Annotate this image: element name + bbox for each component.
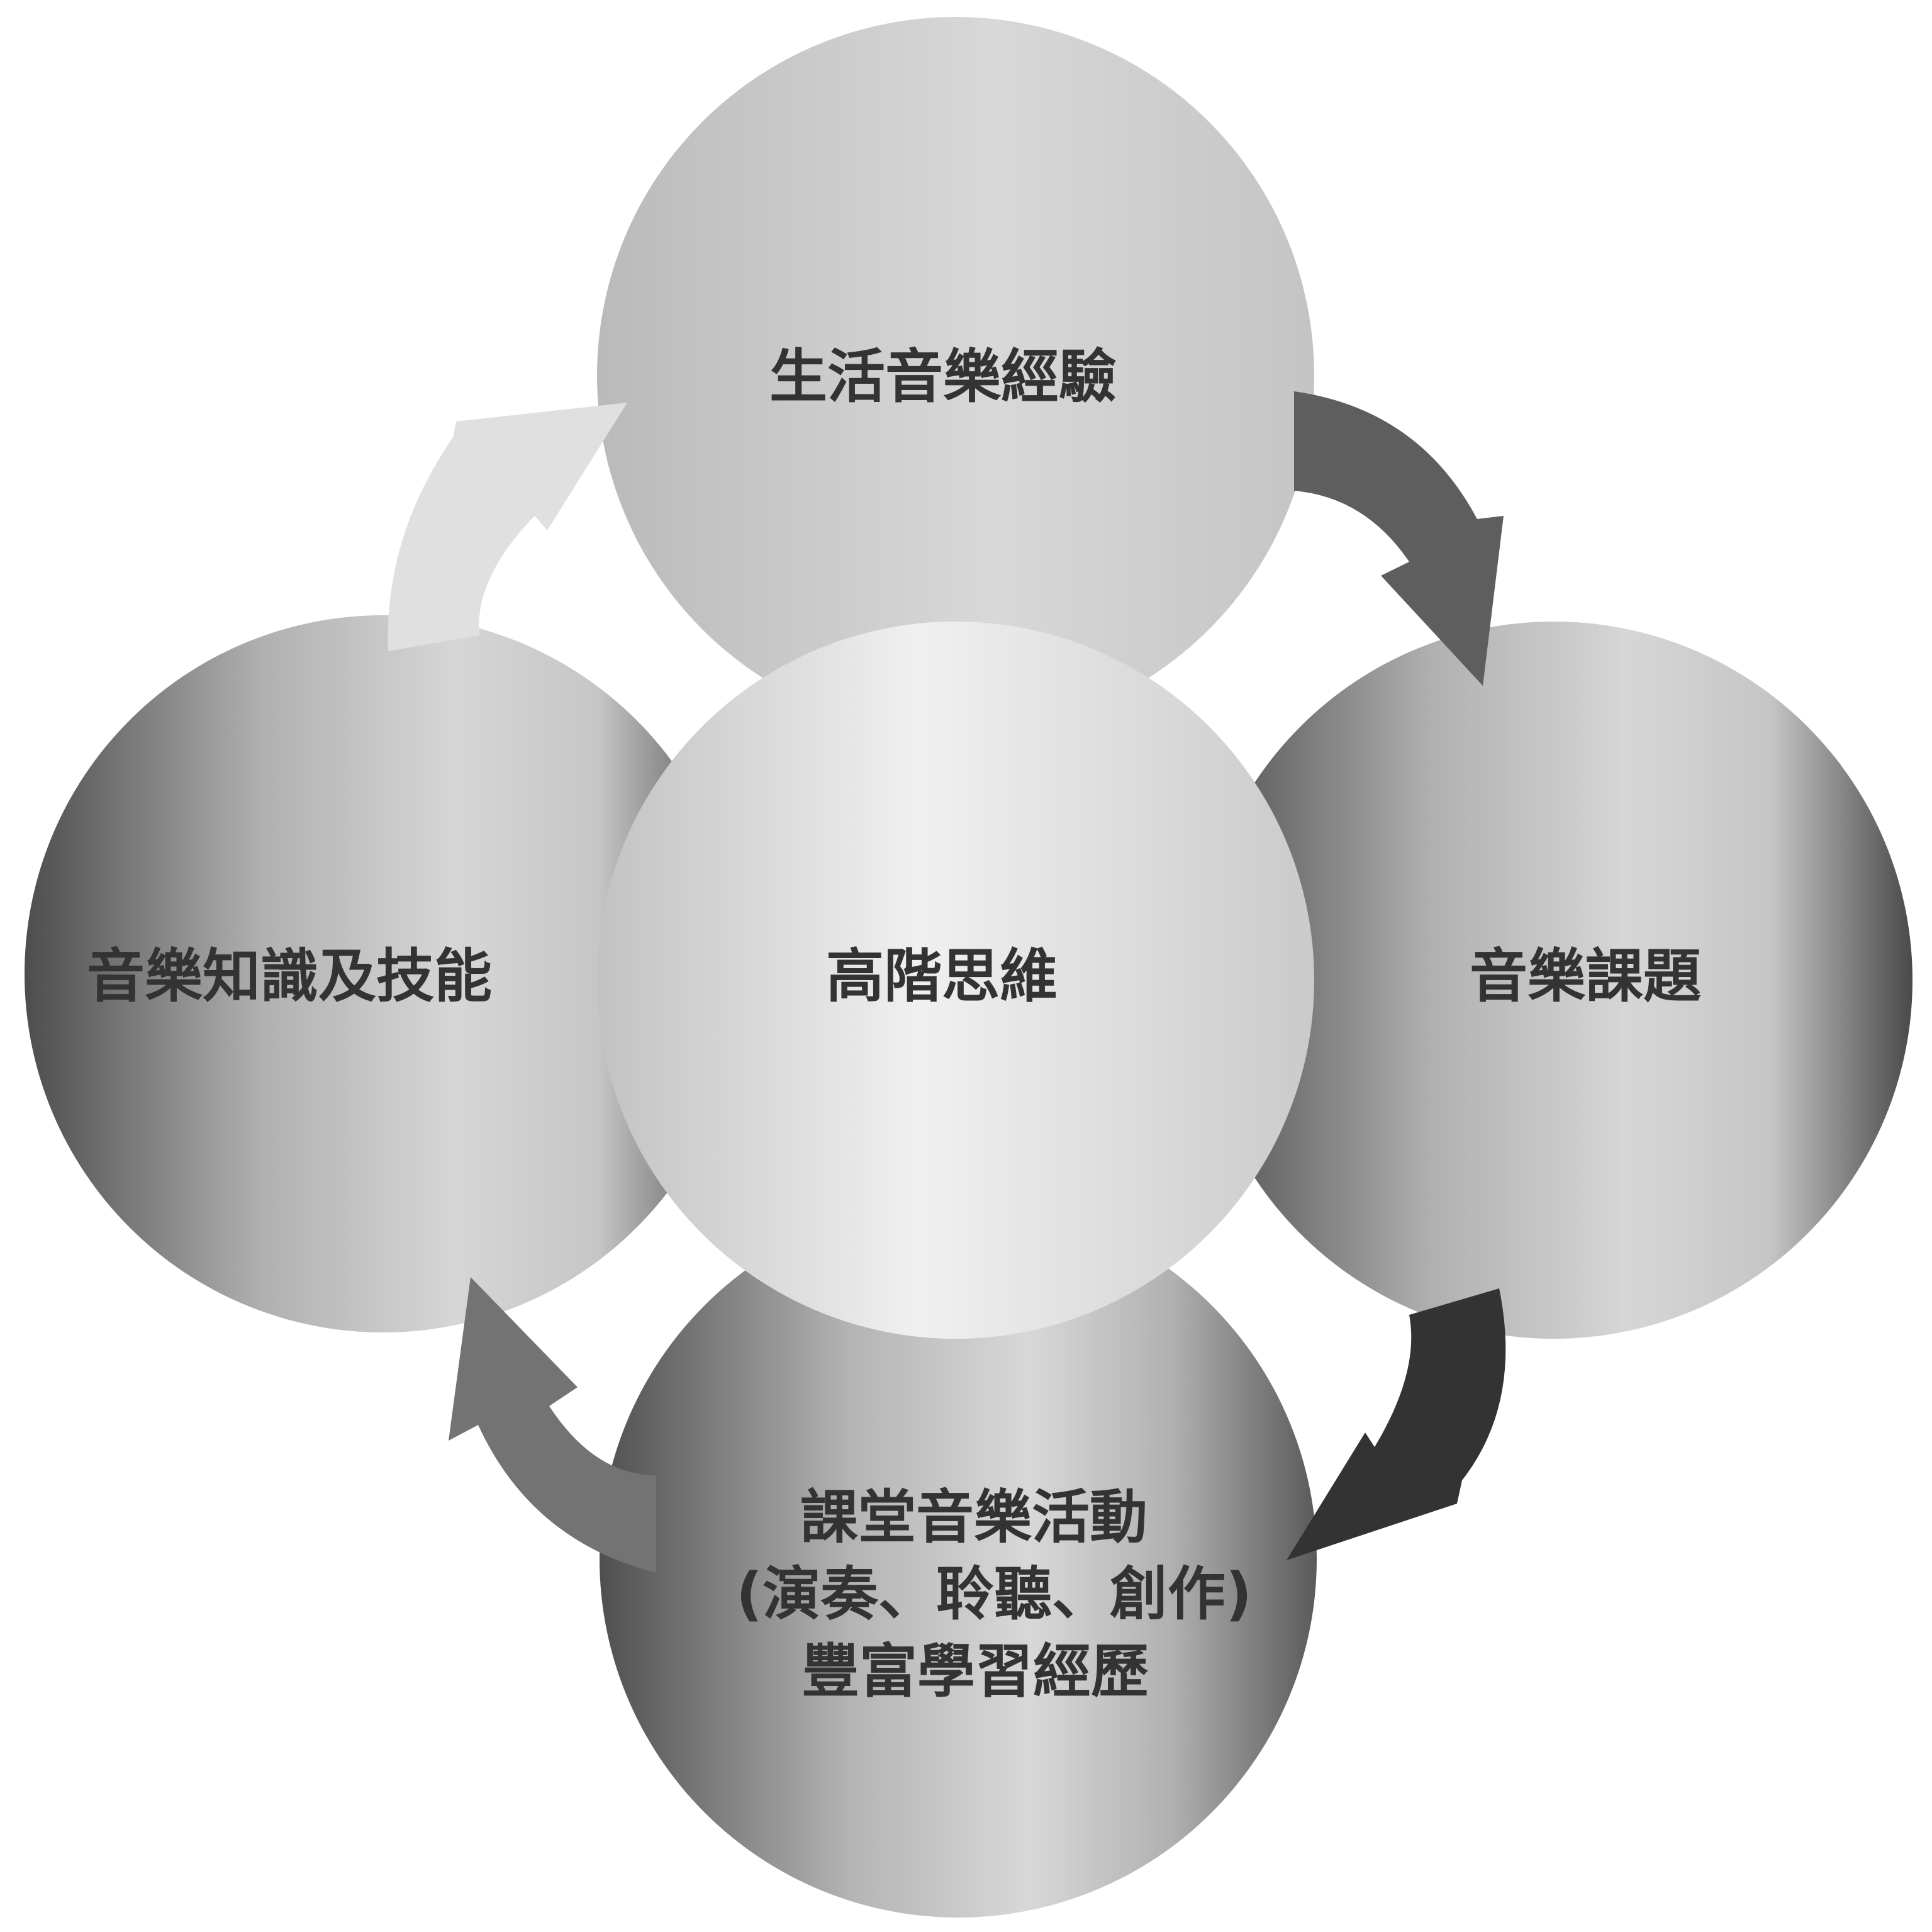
left-label: 音樂知識及技能 bbox=[87, 942, 492, 1010]
center-label: 高階思維 bbox=[826, 942, 1058, 1010]
arrow-right-to-bottom bbox=[1287, 1288, 1506, 1560]
right-circle bbox=[1195, 622, 1912, 1339]
center-circle bbox=[597, 622, 1314, 1339]
bottom-label-line1: 課堂音樂活動 bbox=[800, 1483, 1147, 1551]
left-circle bbox=[25, 615, 742, 1332]
arrow-left-to-top bbox=[388, 403, 627, 651]
arrow-bottom-to-left bbox=[449, 1277, 656, 1573]
right-label: 音樂課題 bbox=[1470, 942, 1701, 1010]
top-label: 生活音樂經驗 bbox=[769, 343, 1117, 410]
bottom-label-line2: (演奏、聆聽、創作) bbox=[736, 1560, 1252, 1628]
bottom-circle bbox=[600, 1200, 1317, 1918]
arrow-top-to-right bbox=[1294, 391, 1504, 686]
top-circle bbox=[597, 17, 1314, 734]
bottom-label-line3: 豐富學習經歷 bbox=[801, 1638, 1149, 1705]
